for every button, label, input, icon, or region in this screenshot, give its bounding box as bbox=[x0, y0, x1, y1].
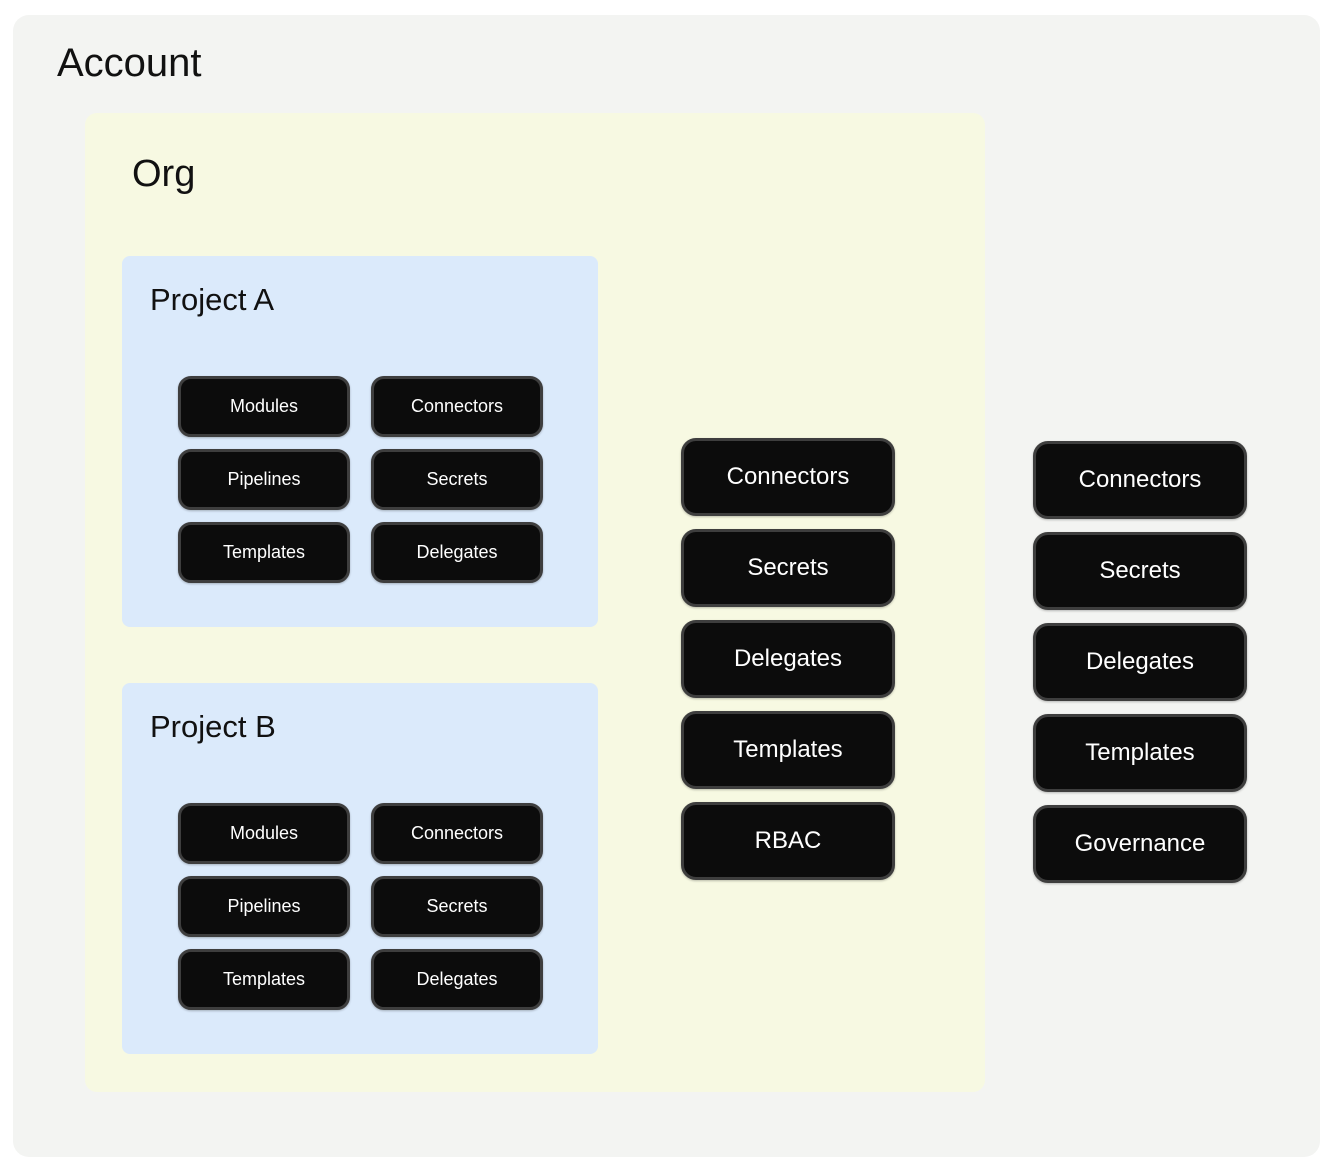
project-b-resource-templates: Templates bbox=[178, 949, 350, 1010]
org-resource-secrets: Secrets bbox=[681, 529, 895, 607]
org-scope-box: Org Project A Modules Connectors Pipelin… bbox=[85, 113, 985, 1092]
project-b-title: Project B bbox=[150, 709, 276, 744]
project-b-resource-secrets: Secrets bbox=[371, 876, 543, 937]
org-resource-templates: Templates bbox=[681, 711, 895, 789]
account-resource-governance: Governance bbox=[1033, 805, 1247, 883]
org-scope-title: Org bbox=[132, 153, 196, 195]
project-a-resource-pipelines: Pipelines bbox=[178, 449, 350, 510]
org-resource-rbac: RBAC bbox=[681, 802, 895, 880]
org-resource-delegates: Delegates bbox=[681, 620, 895, 698]
account-scope-box: Account Org Project A Modules Connectors… bbox=[13, 15, 1320, 1157]
project-a-resource-modules: Modules bbox=[178, 376, 350, 437]
project-b-resource-pipelines: Pipelines bbox=[178, 876, 350, 937]
account-resource-connectors: Connectors bbox=[1033, 441, 1247, 519]
project-a-resource-templates: Templates bbox=[178, 522, 350, 583]
project-a-resource-delegates: Delegates bbox=[371, 522, 543, 583]
project-b-scope-box: Project B Modules Connectors Pipelines S… bbox=[122, 683, 598, 1054]
org-resource-column: Connectors Secrets Delegates Templates R… bbox=[681, 438, 895, 880]
org-resource-connectors: Connectors bbox=[681, 438, 895, 516]
project-a-resource-secrets: Secrets bbox=[371, 449, 543, 510]
project-b-resource-modules: Modules bbox=[178, 803, 350, 864]
account-resource-secrets: Secrets bbox=[1033, 532, 1247, 610]
project-b-resource-grid: Modules Connectors Pipelines Secrets Tem… bbox=[178, 803, 543, 1010]
account-resource-column: Connectors Secrets Delegates Templates G… bbox=[1033, 441, 1247, 883]
project-a-resource-connectors: Connectors bbox=[371, 376, 543, 437]
project-a-resource-grid: Modules Connectors Pipelines Secrets Tem… bbox=[178, 376, 543, 583]
project-b-resource-delegates: Delegates bbox=[371, 949, 543, 1010]
project-b-resource-connectors: Connectors bbox=[371, 803, 543, 864]
project-a-scope-box: Project A Modules Connectors Pipelines S… bbox=[122, 256, 598, 627]
account-resource-delegates: Delegates bbox=[1033, 623, 1247, 701]
project-a-title: Project A bbox=[150, 282, 275, 317]
account-resource-templates: Templates bbox=[1033, 714, 1247, 792]
account-scope-title: Account bbox=[57, 41, 202, 85]
